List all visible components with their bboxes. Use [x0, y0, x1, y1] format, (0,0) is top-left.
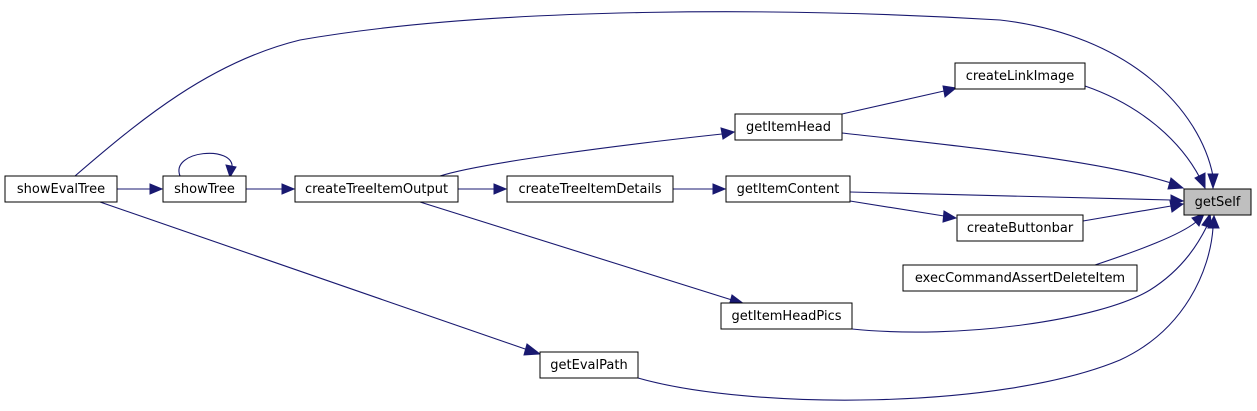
node-getItemHeadPics[interactable]: getItemHeadPics	[720, 302, 853, 330]
edge-getEvalPath-getSelf	[637, 227, 1214, 401]
node-label: createButtonbar	[967, 221, 1074, 236]
arrowhead-icon	[1207, 173, 1219, 190]
node-label: getSelf	[1195, 195, 1241, 210]
arrowhead-icon	[1169, 200, 1185, 213]
arrowhead-icon	[1194, 172, 1206, 190]
arrowhead-icon	[720, 127, 736, 140]
node-createTreeItemDetails[interactable]: createTreeItemDetails	[506, 175, 674, 203]
arrowhead-icon	[281, 183, 296, 195]
node-getEvalPath[interactable]: getEvalPath	[539, 351, 639, 379]
edges-layer	[74, 11, 1220, 401]
node-label: showEvalTree	[17, 182, 105, 197]
node-label: createTreeItemOutput	[305, 182, 448, 197]
arrowhead-icon	[712, 183, 727, 195]
node-label: getItemHead	[746, 120, 831, 135]
edge-createLinkImage-getSelf	[1084, 85, 1201, 179]
arrowhead-icon	[523, 343, 542, 356]
node-execCommandAssertDeleteItem[interactable]: execCommandAssertDeleteItem	[902, 264, 1138, 292]
arrowhead-icon	[225, 164, 237, 179]
node-label: getItemContent	[737, 182, 840, 197]
edge-getItemContent-createButtonbar	[849, 200, 945, 217]
edge-getItemHead-createLinkImage	[841, 90, 945, 115]
arrowhead-icon	[1167, 177, 1185, 190]
edge-createButtonbar-getSelf	[1082, 205, 1172, 222]
arrowhead-icon	[1191, 213, 1205, 227]
arrowhead-icon	[942, 85, 958, 98]
edge-getItemHead-getSelf	[841, 132, 1172, 184]
node-getSelf[interactable]: getSelf	[1183, 188, 1252, 216]
edge-execCommandAssertDeleteItem-getSelf	[1094, 221, 1197, 266]
node-label: createTreeItemDetails	[518, 182, 661, 197]
node-getItemContent[interactable]: getItemContent	[725, 175, 851, 203]
arrowhead-icon	[942, 210, 958, 223]
node-label: execCommandAssertDeleteItem	[915, 271, 1125, 286]
arrowhead-icon	[149, 183, 164, 195]
edge-createTreeItemOutput-getItemHead	[439, 133, 723, 177]
node-showTree[interactable]: showTree	[162, 175, 247, 203]
node-createTreeItemOutput[interactable]: createTreeItemOutput	[294, 175, 459, 203]
edge-showEvalTree-getEvalPath	[99, 201, 529, 351]
node-getItemHead[interactable]: getItemHead	[734, 113, 843, 141]
node-label: getItemHeadPics	[731, 309, 841, 324]
node-label: getEvalPath	[550, 358, 627, 373]
node-label: showTree	[174, 182, 235, 197]
node-createButtonbar[interactable]: createButtonbar	[956, 214, 1084, 242]
node-showEvalTree[interactable]: showEvalTree	[4, 175, 118, 203]
edge-getItemContent-getSelf	[849, 191, 1172, 201]
node-label: createLinkImage	[966, 69, 1075, 84]
nodes-layer: showEvalTree showTree createTreeItemOutp…	[4, 62, 1252, 379]
node-createLinkImage[interactable]: createLinkImage	[954, 62, 1086, 90]
edge-getItemHeadPics-getSelf	[851, 225, 1208, 333]
arrowhead-icon	[1207, 214, 1220, 229]
edge-createTreeItemOutput-getItemHeadPics	[419, 201, 733, 301]
edge-showEvalTree-getSelf	[74, 11, 1214, 177]
edge-showTree-self	[178, 152, 233, 177]
arrowhead-icon	[493, 183, 508, 195]
